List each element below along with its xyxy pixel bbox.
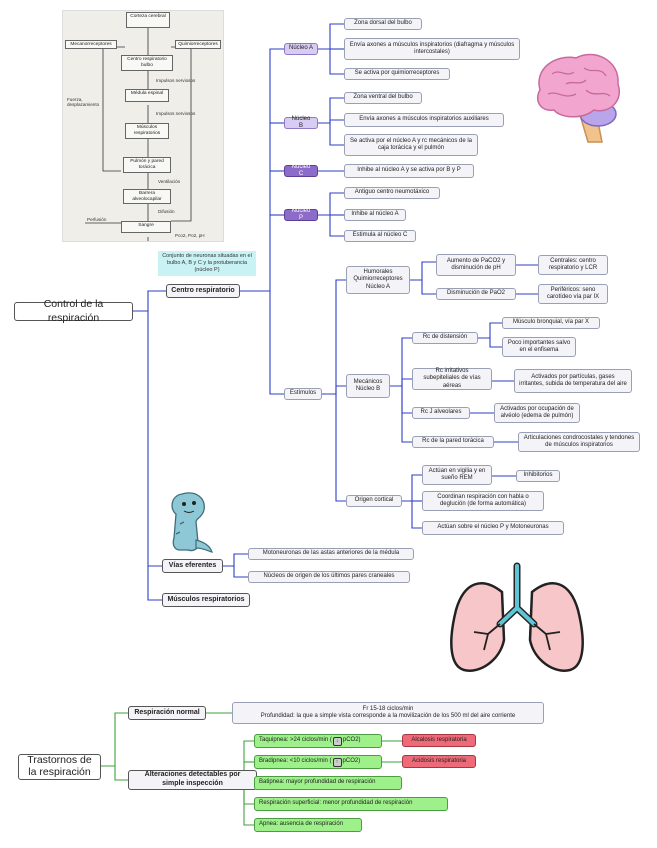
- centro-note: Conjunto de neuronas situadas en el bulb…: [158, 251, 256, 276]
- figure-ventilacion: Ventilación: [158, 179, 181, 184]
- figure-pulmon: Pulmón y pared torácica: [123, 157, 171, 173]
- poco-importantes: Poco importantes salvo en el enfisema: [502, 337, 576, 357]
- inhibitorios: Inhibitorios: [516, 470, 560, 482]
- nucleo-b-item: Envía axones a músculos inspiratorios au…: [344, 113, 504, 127]
- nucleo-a-item: Zona dorsal del bulbo: [344, 18, 422, 30]
- nucleo-p-item: Antiguo centro neumotáxico: [344, 187, 440, 199]
- figure-medula: Médula espinal: [125, 89, 169, 102]
- articulaciones: Articulaciones condrocostales y tendones…: [518, 432, 640, 452]
- figure-impulsos-2: Impulsos nerviosos: [156, 111, 196, 116]
- centro-respiratorio: Centro respiratorio: [166, 284, 240, 298]
- figure-musculos: Músculos respiratorios: [125, 123, 169, 139]
- batipnea: Batipnea: mayor profundidad de respiraci…: [254, 776, 402, 790]
- respiracion-normal: Respiración normal: [128, 706, 206, 720]
- bradipnea-pco2: pCO2): [342, 758, 361, 765]
- nucleo-p-item: Estimula al núcleo C: [344, 230, 416, 242]
- respiracion-normal-desc: Fr 15-18 ciclos/min Profundidad: la que …: [232, 702, 544, 724]
- musculo-bronquial: Músculo bronquial, vía par X: [502, 317, 600, 329]
- arrow-up-icon: ↑: [332, 757, 342, 767]
- figure-sangre: Sangre: [121, 221, 171, 233]
- taquipnea: Taquipnea: >24 ciclos/min (↓pCO2): [254, 734, 382, 748]
- vias-item: Motoneuronas de las astas anteriores de …: [248, 548, 414, 560]
- nucleo-b: Núcleo B: [284, 116, 318, 129]
- aumento-paco2: Aumento de PaCO2 y disminución de pH: [436, 254, 516, 276]
- dinosaur-icon: [171, 492, 213, 553]
- humorales: Humorales Quimiorreceptores Núcleo A: [346, 266, 410, 294]
- activados-ocupacion: Activados por ocupación de alvéolo (edem…: [494, 403, 580, 423]
- figure-corteza: Corteza cerebral: [126, 12, 170, 28]
- nucleo-a: Núcleo A: [284, 43, 318, 55]
- rc-distension: Rc de distensión: [412, 332, 478, 344]
- figure-perfusion: Perfusión: [87, 217, 107, 222]
- taquipnea-text: Taquipnea: >24 ciclos/min (: [259, 737, 332, 744]
- figure-impulsos-1: Impulsos nerviosos: [156, 78, 196, 83]
- centrales: Centrales: centro respiratorio y LCR: [538, 255, 608, 275]
- rc-pared-toracica: Rc de la pared torácica: [412, 436, 494, 448]
- respiration-control-figure: Corteza cerebral Mecanorreceptores Quimi…: [62, 10, 224, 242]
- vias-eferentes: Vías eferentes: [162, 559, 223, 573]
- figure-barrera: Barrera alveolocapilar: [123, 189, 171, 204]
- bradipnea-text: Bradipnea: <10 ciclos/min (: [259, 758, 332, 765]
- taquipnea-pco2: pCO2): [342, 737, 361, 744]
- frecuencia-normal: Fr 15-18 ciclos/min: [362, 705, 414, 712]
- nucleo-b-item: Zona ventral del bulbo: [344, 92, 422, 104]
- nucleo-a-item: Envía axones a músculos inspiratorios (d…: [344, 38, 520, 60]
- figure-quimiorreceptores: Quimiorreceptores: [175, 40, 221, 49]
- figure-gases: Pco2, Po2, pH: [175, 233, 205, 238]
- rc-j-alveolares: Rc J alveolares: [412, 407, 470, 419]
- figure-mecanorreceptores: Mecanorreceptores: [65, 40, 117, 49]
- acidosis: Acidosis respiratoria: [402, 755, 476, 768]
- vias-item: Núcleos de origen de los últimos pares c…: [248, 571, 410, 583]
- nucleo-a-item: Se activa por quimiorreceptores: [344, 68, 450, 80]
- estimulos: Estímulos: [284, 388, 322, 400]
- arrow-down-icon: ↓: [332, 736, 342, 746]
- musculos-respiratorios: Músculos respiratorios: [162, 593, 250, 607]
- nucleo-p-item: Inhibe al núcleo A: [344, 209, 406, 221]
- vigilia-rem: Actúan en vigilia y en sueño REM: [422, 465, 492, 485]
- nucleo-c-item: Inhibe al núcleo A y se activa por B y P: [344, 164, 474, 178]
- apnea: Apnea: ausencia de respiración: [254, 818, 362, 832]
- activados-particulas: Activados por partículas, gases irritant…: [514, 369, 632, 393]
- brain-icon: [536, 53, 621, 143]
- alcalosis: Alcalosis respiratoria: [402, 734, 476, 747]
- rc-irritativos: Rc irritativos subepiteliales de vías aé…: [412, 368, 492, 390]
- respiracion-superficial: Respiración superficial: menor profundid…: [254, 797, 448, 811]
- bradipnea: Bradipnea: <10 ciclos/min (↑pCO2): [254, 755, 382, 769]
- nucleo-c: Núcleo C: [284, 164, 318, 177]
- nucleo-b-item: Se activa por el núcleo A y rc mecánicos…: [344, 134, 478, 156]
- origen-cortical: Origen cortical: [346, 495, 402, 507]
- trastornos-root: Trastornos de la respiración: [18, 754, 101, 780]
- figure-centro: Centro respiratorio bulbo: [121, 55, 173, 71]
- profundidad-normal: Profundidad: la que a simple vista corre…: [260, 713, 516, 719]
- mecanicos: Mecánicos Núcleo B: [346, 374, 390, 398]
- figure-fuerza: Fuerza, desplazamiento: [67, 97, 100, 107]
- control-root: Control de la respiración: [14, 298, 133, 324]
- nucleo-p: Núcleo P: [284, 208, 318, 221]
- figure-difusion: Difusión: [158, 209, 175, 214]
- coordinan-habla: Coordinan respiración con habla o degluc…: [422, 491, 544, 511]
- actuan-nucleo-p: Actúan sobre el núcleo P y Motoneuronas: [422, 521, 564, 535]
- perifericos: Periféricos: seno carotídeo vía par IX: [538, 284, 608, 304]
- alteraciones: Alteraciones detectables por simple insp…: [128, 770, 257, 790]
- disminucion-pao2: Disminución de PaO2: [436, 288, 516, 300]
- figure-arrows: [85, 28, 192, 241]
- lungs-icon: [450, 562, 584, 672]
